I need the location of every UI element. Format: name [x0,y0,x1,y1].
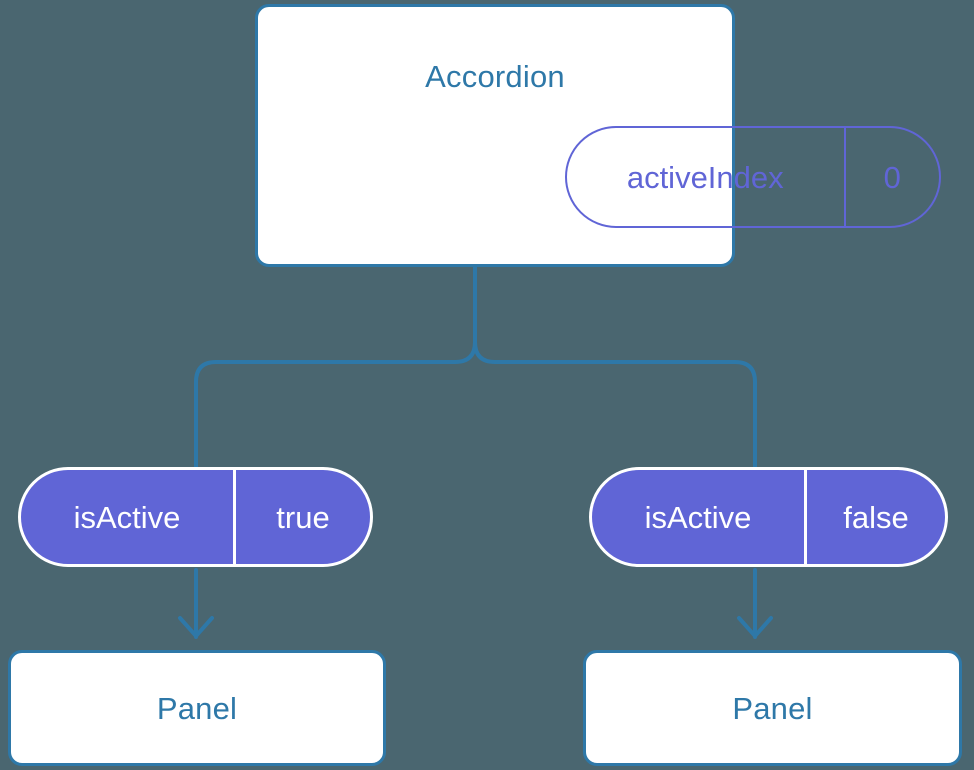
state-pill-is-active-true-key: isActive [73,499,181,535]
node-accordion-title: Accordion [425,59,565,94]
connector-branch-stem [194,264,477,469]
prop-pill-active-index-key: activeIndex [626,159,784,195]
state-pill-is-active-false-key: isActive [644,499,752,535]
state-pill-is-active-true[interactable]: isActive true [18,467,373,567]
arrow-head-down-icon [178,616,214,638]
state-pill-is-active-true-value: true [233,470,370,564]
node-panel-left-title: Panel [156,690,238,726]
state-pill-is-active-false-value: false [804,470,945,564]
arrow-head-down-icon [737,616,773,638]
prop-pill-active-index-value: 0 [843,128,940,226]
node-panel-right[interactable]: Panel [583,650,962,766]
node-panel-left[interactable]: Panel [8,650,386,766]
node-panel-right-title: Panel [732,690,813,726]
node-accordion[interactable]: Accordion activeIndex 0 [255,4,941,267]
state-pill-is-active-false[interactable]: isActive false [589,467,948,567]
connector-branch-right [473,340,757,469]
prop-pill-active-index[interactable]: activeIndex 0 [565,126,941,228]
